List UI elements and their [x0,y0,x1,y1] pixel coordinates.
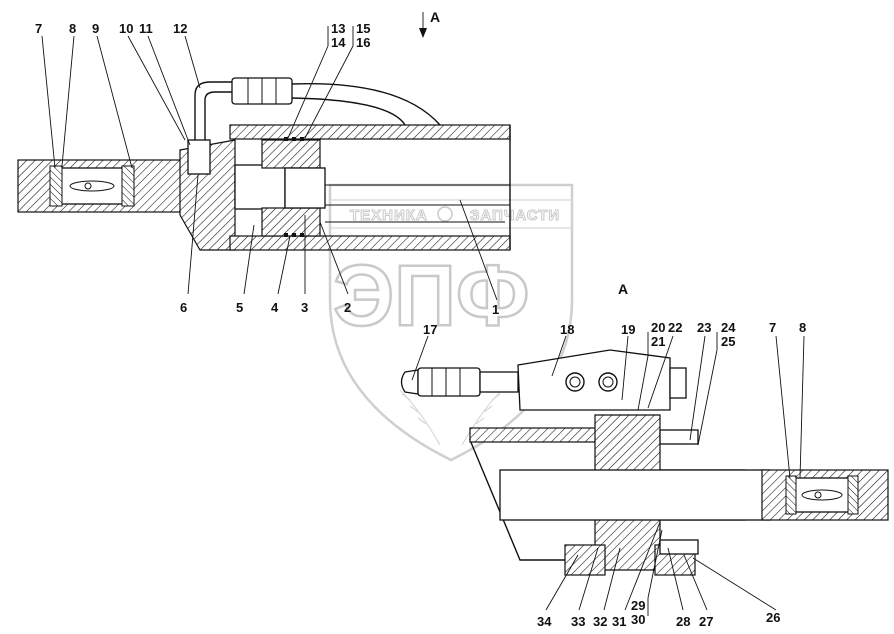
callout-21: 21 [651,334,665,349]
callout-30: 30 [631,612,645,627]
barrel-top-wall [229,124,511,140]
leader-lines [41,26,805,616]
callout-23: 23 [697,320,711,335]
callout-7: 7 [35,21,42,36]
callout-17: 17 [423,322,437,337]
callout-24: 24 [721,320,736,335]
callout-19: 19 [621,322,635,337]
callout-6: 6 [180,300,187,315]
view-arrow-label: A [430,9,440,25]
callout-16: 16 [356,35,370,50]
flange-lower [564,544,606,576]
bolt-bottom [659,539,699,555]
elbow-fitting [194,81,232,140]
watermark-text-left: ТЕХНИКА [350,207,428,224]
barrel-bottom-wall [229,235,511,251]
watermark: ТЕХНИКА ЗАПЧАСТИ ЭПФ [328,183,574,462]
callout-14: 14 [331,35,346,50]
union-fitting [187,139,211,175]
callout-22: 22 [668,320,682,335]
view-label: A [618,281,628,297]
seal-rings [284,137,304,237]
callout-31: 31 [612,614,626,629]
callout-view-8: 8 [799,320,806,335]
callout-34: 34 [537,614,552,629]
callout-18: 18 [560,322,574,337]
housing-plate [469,427,611,443]
hose-view-a [400,367,519,397]
callout-1: 1 [492,302,499,317]
gland-bottom [261,207,321,237]
callout-25: 25 [721,334,735,349]
top-assembly [17,77,511,251]
callout-33: 33 [571,614,585,629]
watermark-big-text: ЭПФ [333,248,529,344]
callout-4: 4 [271,300,279,315]
callouts-view-a: 17 18 19 20 21 22 23 24 25 7 8 34 33 32 … [423,320,806,629]
piston-rod [234,164,286,210]
hose-top [231,77,441,126]
callout-3: 3 [301,300,308,315]
callout-32: 32 [593,614,607,629]
callout-15: 15 [356,21,370,36]
watermark-text-right: ЗАПЧАСТИ [470,207,560,224]
callout-view-7: 7 [769,320,776,335]
callout-27: 27 [699,614,713,629]
view-arrow: A [419,9,440,38]
shaft [499,469,771,521]
callout-28: 28 [676,614,690,629]
callout-5: 5 [236,300,243,315]
callout-12: 12 [173,21,187,36]
callout-9: 9 [92,21,99,36]
callout-29: 29 [631,598,645,613]
wheat-icon [399,389,503,446]
callout-2: 2 [344,300,351,315]
callouts-top: 7 8 9 10 11 12 13 14 15 16 6 5 4 3 2 1 [35,21,499,317]
callout-10: 10 [119,21,133,36]
callout-13: 13 [331,21,345,36]
gear-icon [437,206,453,222]
callout-26: 26 [766,610,780,625]
callout-11: 11 [139,21,153,36]
callout-20: 20 [651,320,665,335]
callout-8: 8 [69,21,76,36]
gland-top [261,139,321,169]
bolt-top [659,429,699,445]
